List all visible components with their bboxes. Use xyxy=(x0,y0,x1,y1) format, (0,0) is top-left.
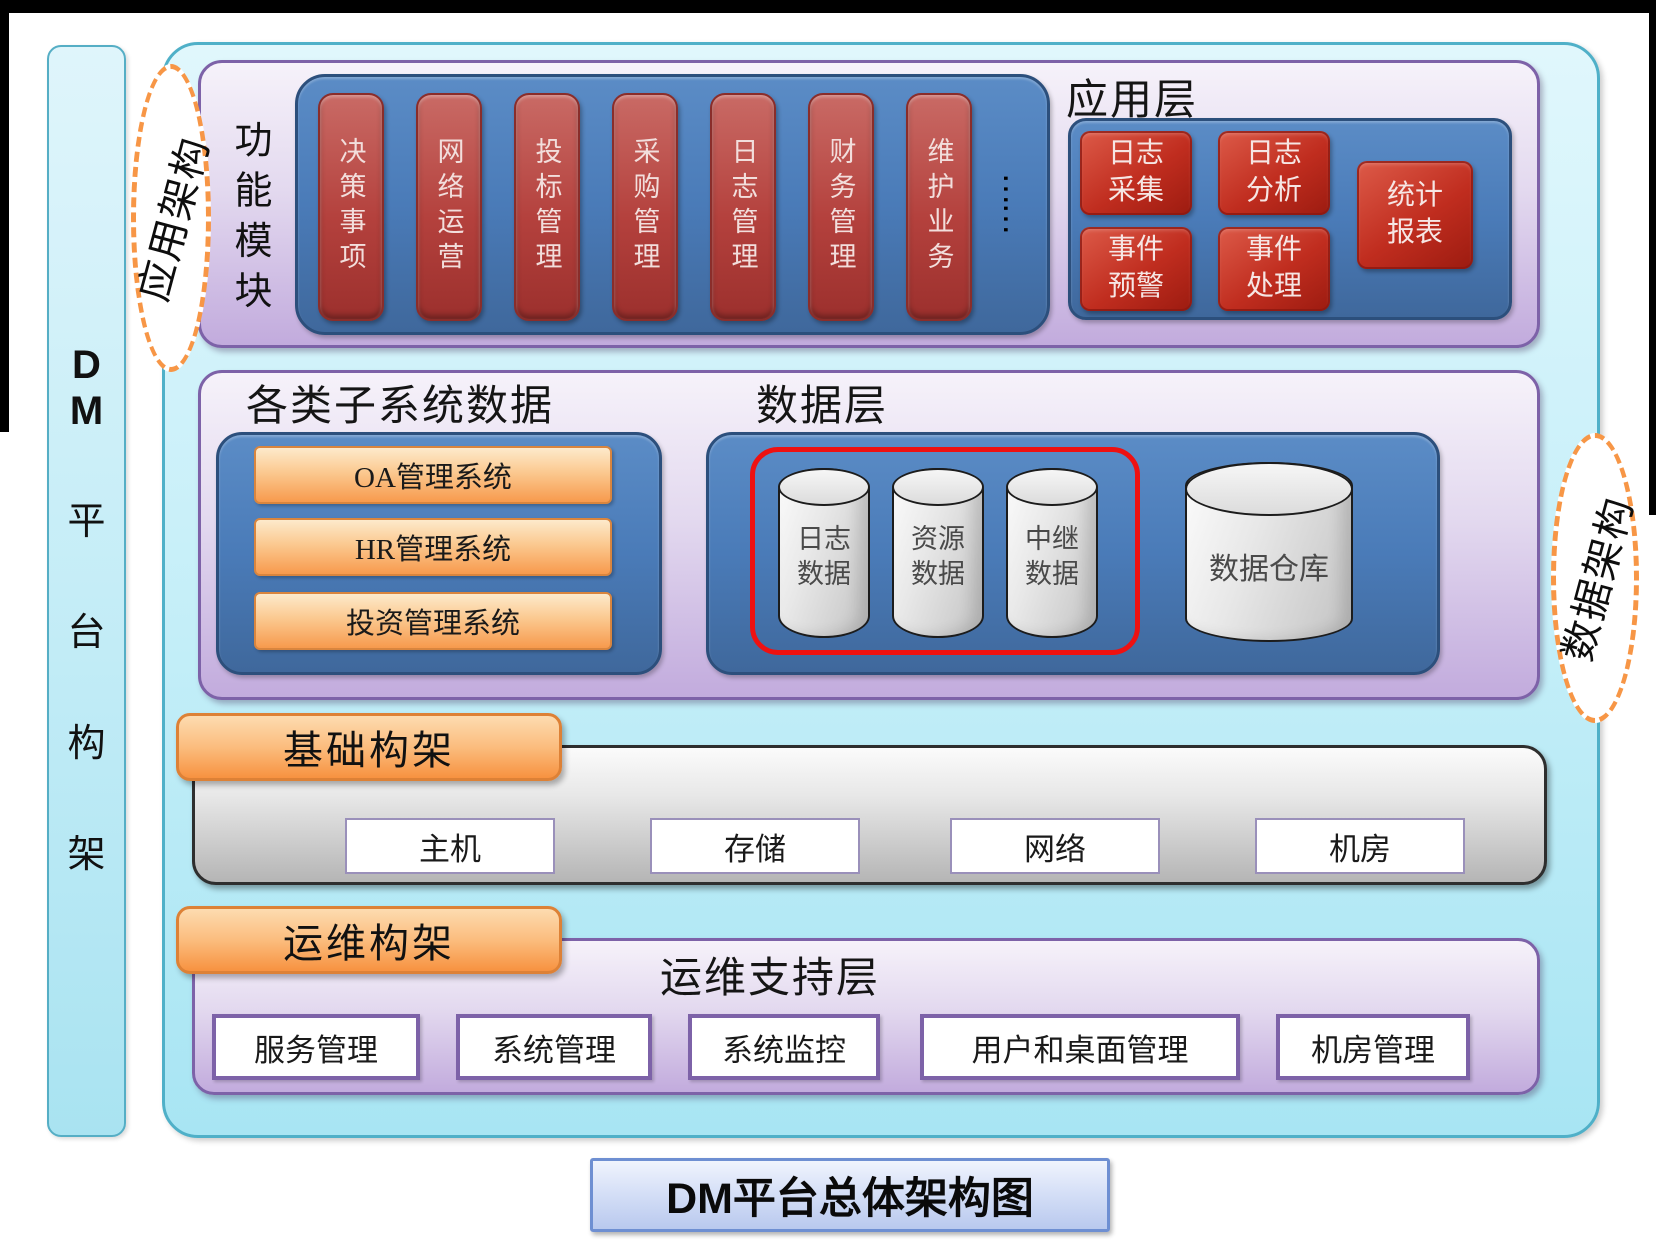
cylinder-cap xyxy=(1006,468,1098,506)
subsystem-data-title: 各类子系统数据 xyxy=(246,384,555,430)
module-procurement: 采购管理 xyxy=(612,93,678,321)
module-decision: 决策事项 xyxy=(318,93,384,321)
cylinder-cap xyxy=(778,468,870,506)
app-log-collect: 日志采集 xyxy=(1080,131,1192,215)
function-module-label: 功能模块 xyxy=(228,120,270,321)
ops-label: 用户和桌面管理 xyxy=(971,1032,1189,1068)
module-finance: 财务管理 xyxy=(808,93,874,321)
infra-storage: 存储 xyxy=(650,818,860,874)
ops-label: 系统管理 xyxy=(492,1032,616,1068)
dm-platform-sidebar: D M 平 台 构 架 xyxy=(47,45,126,1137)
db-resource-data: 资源数据 xyxy=(892,468,984,638)
cylinder-cap xyxy=(1185,462,1353,516)
operations-tab: 运维构架 xyxy=(176,906,562,974)
frame-right xyxy=(1649,0,1656,515)
sidebar-letter-d: D xyxy=(72,343,101,387)
module-maintenance: 维护业务 xyxy=(906,93,972,321)
app-label: 事件预警 xyxy=(1107,234,1164,302)
db-relay-data: 中继数据 xyxy=(1006,468,1098,638)
app-label: 事件处理 xyxy=(1245,234,1302,302)
app-stat-report: 统计报表 xyxy=(1357,161,1473,269)
ops-service-mgmt: 服务管理 xyxy=(212,1014,420,1080)
ops-label: 机房管理 xyxy=(1311,1032,1435,1068)
db-label: 中继数据 xyxy=(1024,524,1079,590)
ops-system-monitor: 系统监控 xyxy=(688,1014,880,1080)
subsystem-label: 投资管理系统 xyxy=(345,608,520,640)
infra-label: 存储 xyxy=(724,831,786,867)
vertical-ellipsis-icon: …… xyxy=(996,172,1034,232)
infra-network: 网络 xyxy=(950,818,1160,874)
frame-top xyxy=(0,0,1656,13)
ops-system-mgmt: 系统管理 xyxy=(456,1014,652,1080)
subsystem-label: OA管理系统 xyxy=(354,462,512,494)
module-label: 采购管理 xyxy=(629,136,660,278)
module-network-ops: 网络运营 xyxy=(416,93,482,321)
ops-label: 系统监控 xyxy=(722,1032,846,1068)
subsystem-label: HR管理系统 xyxy=(354,534,512,566)
module-label: 财务管理 xyxy=(825,136,856,278)
data-warehouse: 数据仓库 xyxy=(1185,462,1353,642)
app-label: 统计报表 xyxy=(1386,180,1443,248)
module-label: 决策事项 xyxy=(335,136,366,278)
warehouse-label: 数据仓库 xyxy=(1209,553,1329,586)
application-architecture-label: 应用架构 xyxy=(130,131,218,306)
application-architecture-badge: 应用架构 xyxy=(131,64,218,372)
infrastructure-tab-label: 基础构架 xyxy=(283,728,455,773)
module-logs: 日志管理 xyxy=(710,93,776,321)
ops-room-mgmt: 机房管理 xyxy=(1276,1014,1470,1080)
subsystem-hr: HR管理系统 xyxy=(254,518,612,576)
sidebar-char: 架 xyxy=(67,834,106,876)
operations-layer-title: 运维支持层 xyxy=(660,956,881,1002)
module-label: 网络运营 xyxy=(433,136,464,278)
app-event-alert: 事件预警 xyxy=(1080,227,1192,311)
infra-label: 机房 xyxy=(1329,831,1391,867)
sidebar-char: 构 xyxy=(67,723,106,765)
sidebar-char: 台 xyxy=(67,612,106,654)
frame-left xyxy=(0,0,9,432)
app-label: 日志分析 xyxy=(1245,138,1302,206)
data-architecture-label: 数据架构 xyxy=(1554,491,1642,666)
diagram-title: DM平台总体架构图 xyxy=(590,1158,1110,1232)
app-label: 日志采集 xyxy=(1107,138,1164,206)
operations-tab-label: 运维构架 xyxy=(283,921,455,966)
data-architecture-badge: 数据架构 xyxy=(1551,433,1642,723)
infra-label: 网络 xyxy=(1024,831,1086,867)
db-log-data: 日志数据 xyxy=(778,468,870,638)
infra-room: 机房 xyxy=(1255,818,1465,874)
module-label: 日志管理 xyxy=(727,136,758,278)
ops-label: 服务管理 xyxy=(254,1032,378,1068)
subsystem-invest: 投资管理系统 xyxy=(254,592,612,650)
db-label: 资源数据 xyxy=(910,524,965,590)
module-bidding: 投标管理 xyxy=(514,93,580,321)
database-highlight-outline xyxy=(750,447,1140,655)
sidebar-letter-m: M xyxy=(69,389,104,433)
module-label: 投标管理 xyxy=(531,136,562,278)
db-label: 日志数据 xyxy=(796,524,851,590)
data-layer-title: 数据层 xyxy=(756,384,889,430)
cylinder-cap xyxy=(892,468,984,506)
application-layer-title: 应用层 xyxy=(1066,78,1199,124)
infrastructure-tab: 基础构架 xyxy=(176,713,562,781)
module-label: 维护业务 xyxy=(923,136,954,278)
ops-user-desktop-mgmt: 用户和桌面管理 xyxy=(920,1014,1240,1080)
subsystem-oa: OA管理系统 xyxy=(254,446,612,504)
app-log-analysis: 日志分析 xyxy=(1218,131,1330,215)
infra-host: 主机 xyxy=(345,818,555,874)
sidebar-char: 平 xyxy=(67,501,106,543)
app-event-handle: 事件处理 xyxy=(1218,227,1330,311)
infra-label: 主机 xyxy=(419,831,481,867)
